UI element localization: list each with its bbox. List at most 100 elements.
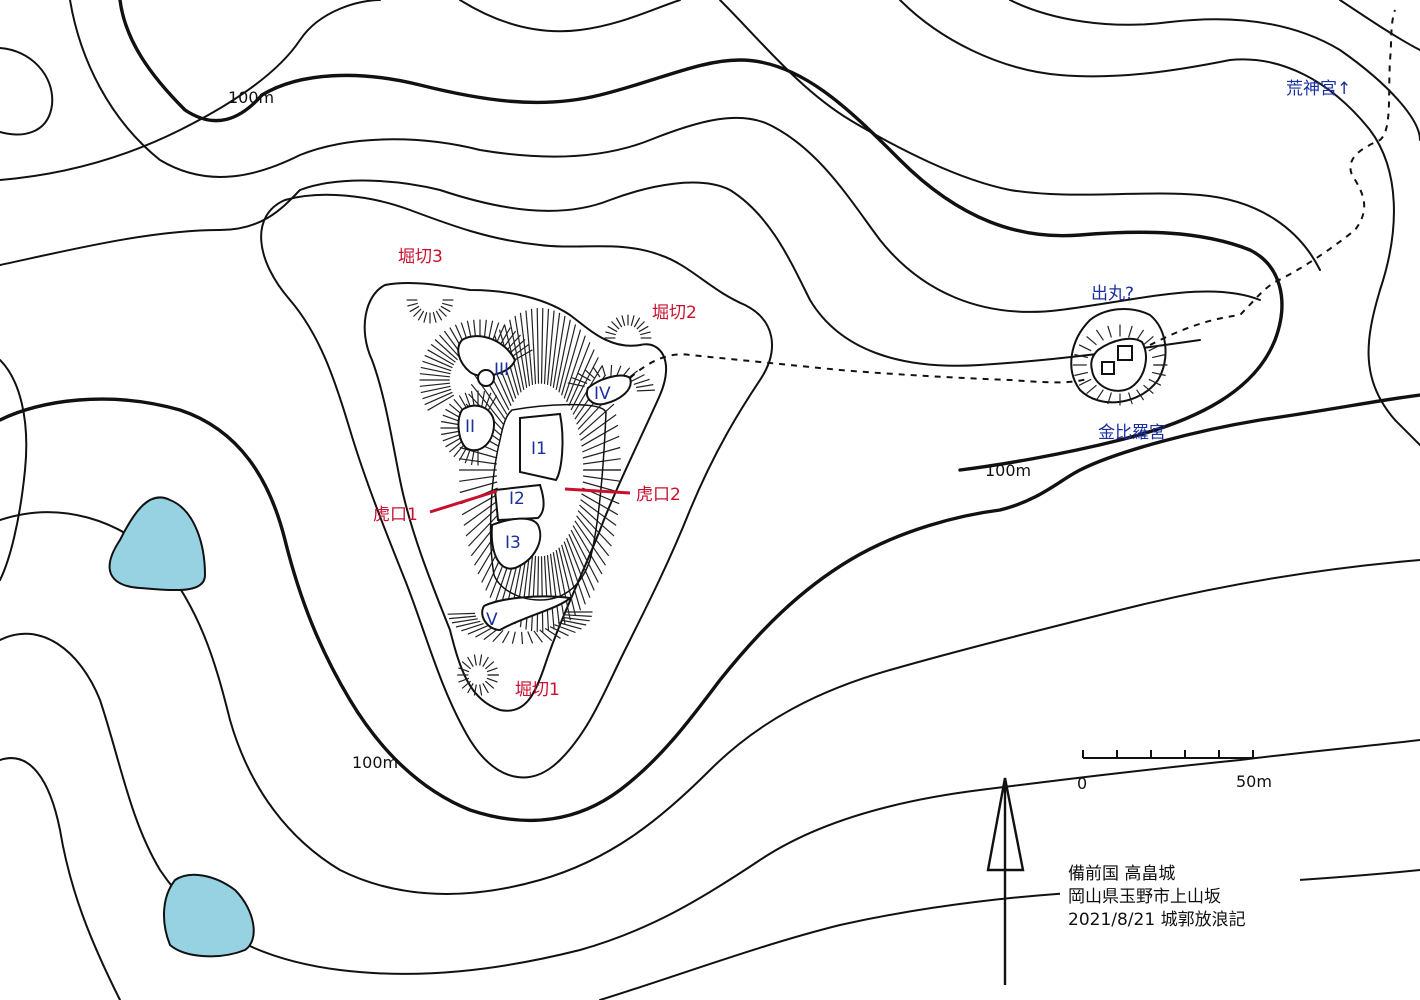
hachure-stroke: [509, 319, 525, 391]
hachure-stroke: [543, 555, 550, 632]
hachure-stroke: [407, 302, 418, 307]
hachure-stroke: [633, 317, 641, 328]
hachure-stroke: [610, 364, 613, 376]
hachure-stroke: [579, 403, 615, 436]
contour-line: [0, 179, 1201, 367]
hachure-stroke: [1128, 392, 1133, 405]
hachure-stroke: [1136, 329, 1145, 341]
hachure-stroke: [570, 529, 599, 583]
hachure-stroke: [467, 625, 488, 635]
hachure-stroke: [536, 556, 540, 632]
hachure-stroke: [461, 680, 471, 689]
hachure-stroke: [1086, 384, 1097, 395]
hachure-stroke: [584, 369, 596, 380]
hachure-stroke: [483, 628, 498, 641]
well-marker: [477, 369, 495, 387]
hachure-stroke: [473, 684, 477, 696]
hachure-stroke: [511, 631, 516, 644]
hachure-stroke: [438, 308, 447, 317]
contour-line: [0, 0, 381, 181]
hachure-stroke: [439, 334, 461, 358]
hachure-stroke: [420, 385, 451, 394]
shrine-building-icon: [1117, 345, 1133, 361]
hachure-stroke: [427, 349, 455, 366]
hachure-stroke: [577, 372, 591, 382]
hachure-stroke: [558, 324, 577, 393]
label-kuruwa-I2: I2: [509, 489, 525, 509]
label-kuruwa-II: II: [465, 417, 475, 437]
hachure-stroke: [605, 331, 616, 336]
label-kuruwa-I3: I3: [505, 533, 521, 553]
hachure-stroke: [615, 365, 622, 377]
hachure-stroke: [419, 373, 450, 378]
label-horikiri3: 堀切3: [398, 247, 443, 267]
hachure-stroke: [611, 321, 620, 330]
hachure-stroke: [561, 544, 582, 611]
hachure-stroke: [419, 382, 450, 387]
contour-line: [363, 281, 668, 712]
hachure-stroke: [563, 335, 586, 399]
kuruwa-I1-outline: [519, 412, 564, 482]
hachure-stroke: [442, 302, 453, 307]
kuruwa-II-outline: [457, 404, 496, 452]
contour-line: [0, 511, 1420, 895]
label-koguchi2: 虎口2: [636, 485, 681, 505]
label-kuruwa-III: III: [494, 360, 509, 380]
kuruwa-I2-outline: [493, 483, 545, 522]
hachure-stroke: [561, 329, 582, 396]
contour-label-100m-south: 100m: [352, 753, 398, 772]
koguchi2-leader: [564, 487, 631, 495]
contour-line: [260, 193, 773, 779]
hachure-stroke: [558, 547, 577, 616]
hachure-stroke: [1148, 378, 1162, 386]
scale-label-end: 50m: [1236, 772, 1272, 791]
hachure-stroke: [440, 305, 451, 313]
hachure-stroke: [1078, 378, 1092, 386]
hachure-stroke: [555, 549, 571, 621]
hachure-stroke: [1086, 335, 1097, 346]
hachure-stroke: [563, 616, 590, 622]
hachure-stroke: [1148, 344, 1162, 352]
hachure-stroke: [580, 414, 617, 441]
hachure-stroke: [461, 493, 499, 516]
hachure-stroke: [549, 553, 561, 628]
hachure-stroke: [582, 435, 620, 453]
hachure-stroke: [417, 310, 425, 321]
hachure-stroke: [592, 366, 601, 378]
hachure-stroke: [409, 305, 420, 313]
hachure-stroke: [470, 383, 504, 425]
hachure-stroke: [581, 424, 619, 447]
koguchi1-leader: [429, 489, 498, 514]
label-horikiri1: 堀切1: [515, 680, 560, 700]
hachure-stroke: [555, 319, 571, 391]
hachure-stroke: [544, 627, 561, 639]
hachure-stroke: [422, 388, 452, 400]
hachure-stroke: [461, 661, 471, 670]
label-kuruwa-IV: IV: [594, 384, 611, 404]
hachure-stroke: [1151, 371, 1166, 377]
hachure-stroke: [1095, 329, 1104, 341]
caption-date-author: 2021/8/21 城郭放浪記: [1068, 910, 1246, 930]
hachure-stroke: [530, 308, 537, 385]
hachure-stroke: [563, 541, 586, 605]
hachure-stroke: [572, 525, 603, 575]
hachure-stroke: [546, 310, 555, 385]
shrine-building-icon: [1101, 361, 1115, 375]
hachure-stroke: [636, 389, 655, 392]
hachure-stroke: [485, 661, 495, 670]
caption-background: [1060, 855, 1300, 935]
label-kuruwa-V: V: [486, 610, 498, 630]
hachure-stroke: [1128, 325, 1133, 338]
hachure-stroke: [442, 433, 462, 442]
hachure-stroke: [1107, 325, 1112, 338]
hachure-stroke: [440, 420, 461, 426]
hachure-stroke: [475, 627, 493, 638]
scale-bar-ticks: [1082, 750, 1254, 758]
hachure-stroke: [576, 515, 610, 557]
contour-line: [1339, 0, 1420, 51]
hachure-stroke: [570, 357, 599, 411]
hachure-stroke: [467, 682, 474, 694]
scale-bar: 0 50m: [1077, 750, 1272, 793]
hachure-stroke: [527, 631, 534, 644]
